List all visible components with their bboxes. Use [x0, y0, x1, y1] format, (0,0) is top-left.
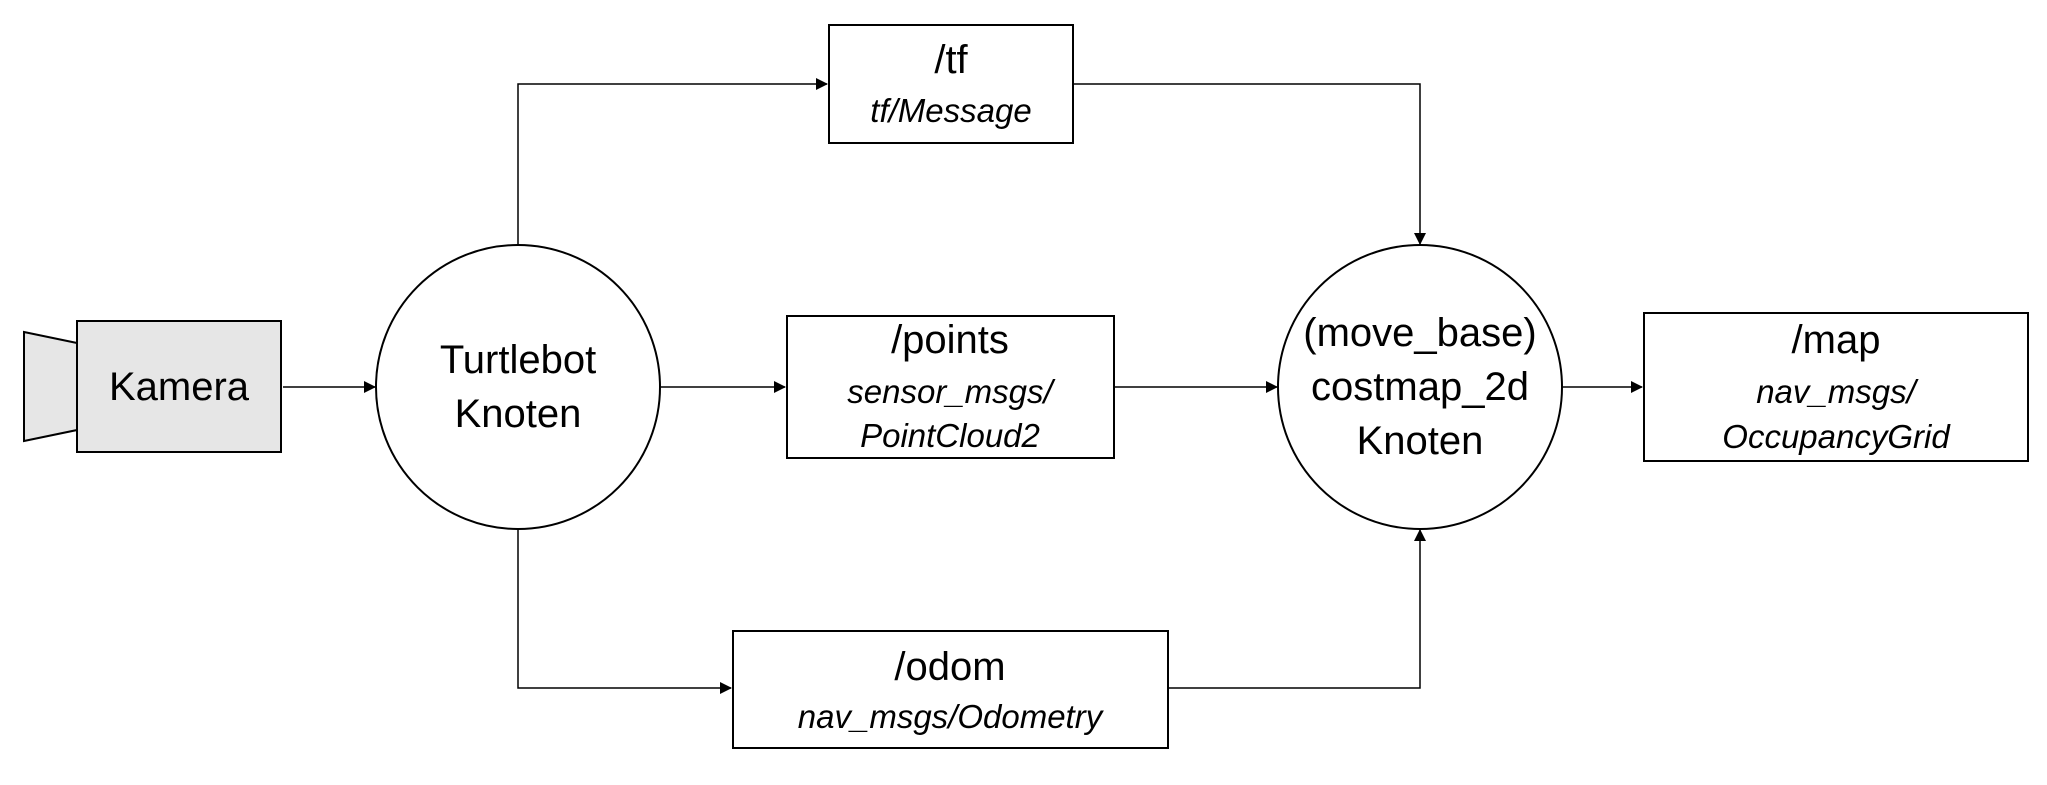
video-camera-icon	[23, 330, 78, 443]
topic-map-type-line1: nav_msgs/	[1756, 373, 1918, 410]
topic-odom-name: /odom	[894, 645, 1005, 689]
edge-odom-to-costmap	[1168, 529, 1426, 689]
costmap-node-label-line2: costmap_2d	[1311, 365, 1529, 409]
topic-map-box	[1643, 312, 2029, 462]
camera-box	[76, 320, 282, 453]
costmap-node: (move_base) costmap_2d Knoten	[1277, 244, 1563, 530]
topic-map: /map nav_msgs/ OccupancyGrid	[1643, 312, 2029, 462]
turtlebot-node-label-line1: Turtlebot	[440, 338, 596, 382]
camera-label: Kamera	[109, 365, 250, 409]
topic-odom: /odom nav_msgs/Odometry	[732, 630, 1169, 749]
edges	[283, 78, 1643, 694]
topic-points-type-line1: sensor_msgs/	[847, 373, 1055, 410]
edge-tf-to-costmap	[1073, 83, 1426, 245]
turtlebot-node-circle	[375, 244, 661, 530]
camera: Kamera	[23, 320, 282, 453]
turtlebot-node: Turtlebot Knoten	[375, 244, 661, 530]
topic-map-type-line2: OccupancyGrid	[1722, 418, 1951, 455]
topic-points-name: /points	[891, 318, 1009, 362]
topic-tf: /tf tf/Message	[828, 24, 1074, 144]
topic-map-name: /map	[1792, 318, 1881, 362]
edge-turtlebot-to-odom	[517, 529, 732, 694]
topic-tf-name: /tf	[934, 38, 968, 82]
edge-turtlebot-to-tf	[517, 78, 828, 245]
topic-odom-box	[732, 630, 1169, 749]
topic-points-box	[786, 315, 1115, 459]
topic-tf-type: tf/Message	[870, 92, 1031, 129]
topic-odom-type: nav_msgs/Odometry	[798, 698, 1105, 735]
costmap-node-label-line1: (move_base)	[1303, 311, 1536, 355]
costmap-node-circle	[1277, 244, 1563, 530]
topic-tf-box	[828, 24, 1074, 144]
topic-points-type-line2: PointCloud2	[860, 417, 1040, 454]
turtlebot-node-label-line2: Knoten	[455, 392, 582, 436]
topic-points: /points sensor_msgs/ PointCloud2	[786, 315, 1115, 459]
costmap-node-label-line3: Knoten	[1357, 419, 1484, 463]
